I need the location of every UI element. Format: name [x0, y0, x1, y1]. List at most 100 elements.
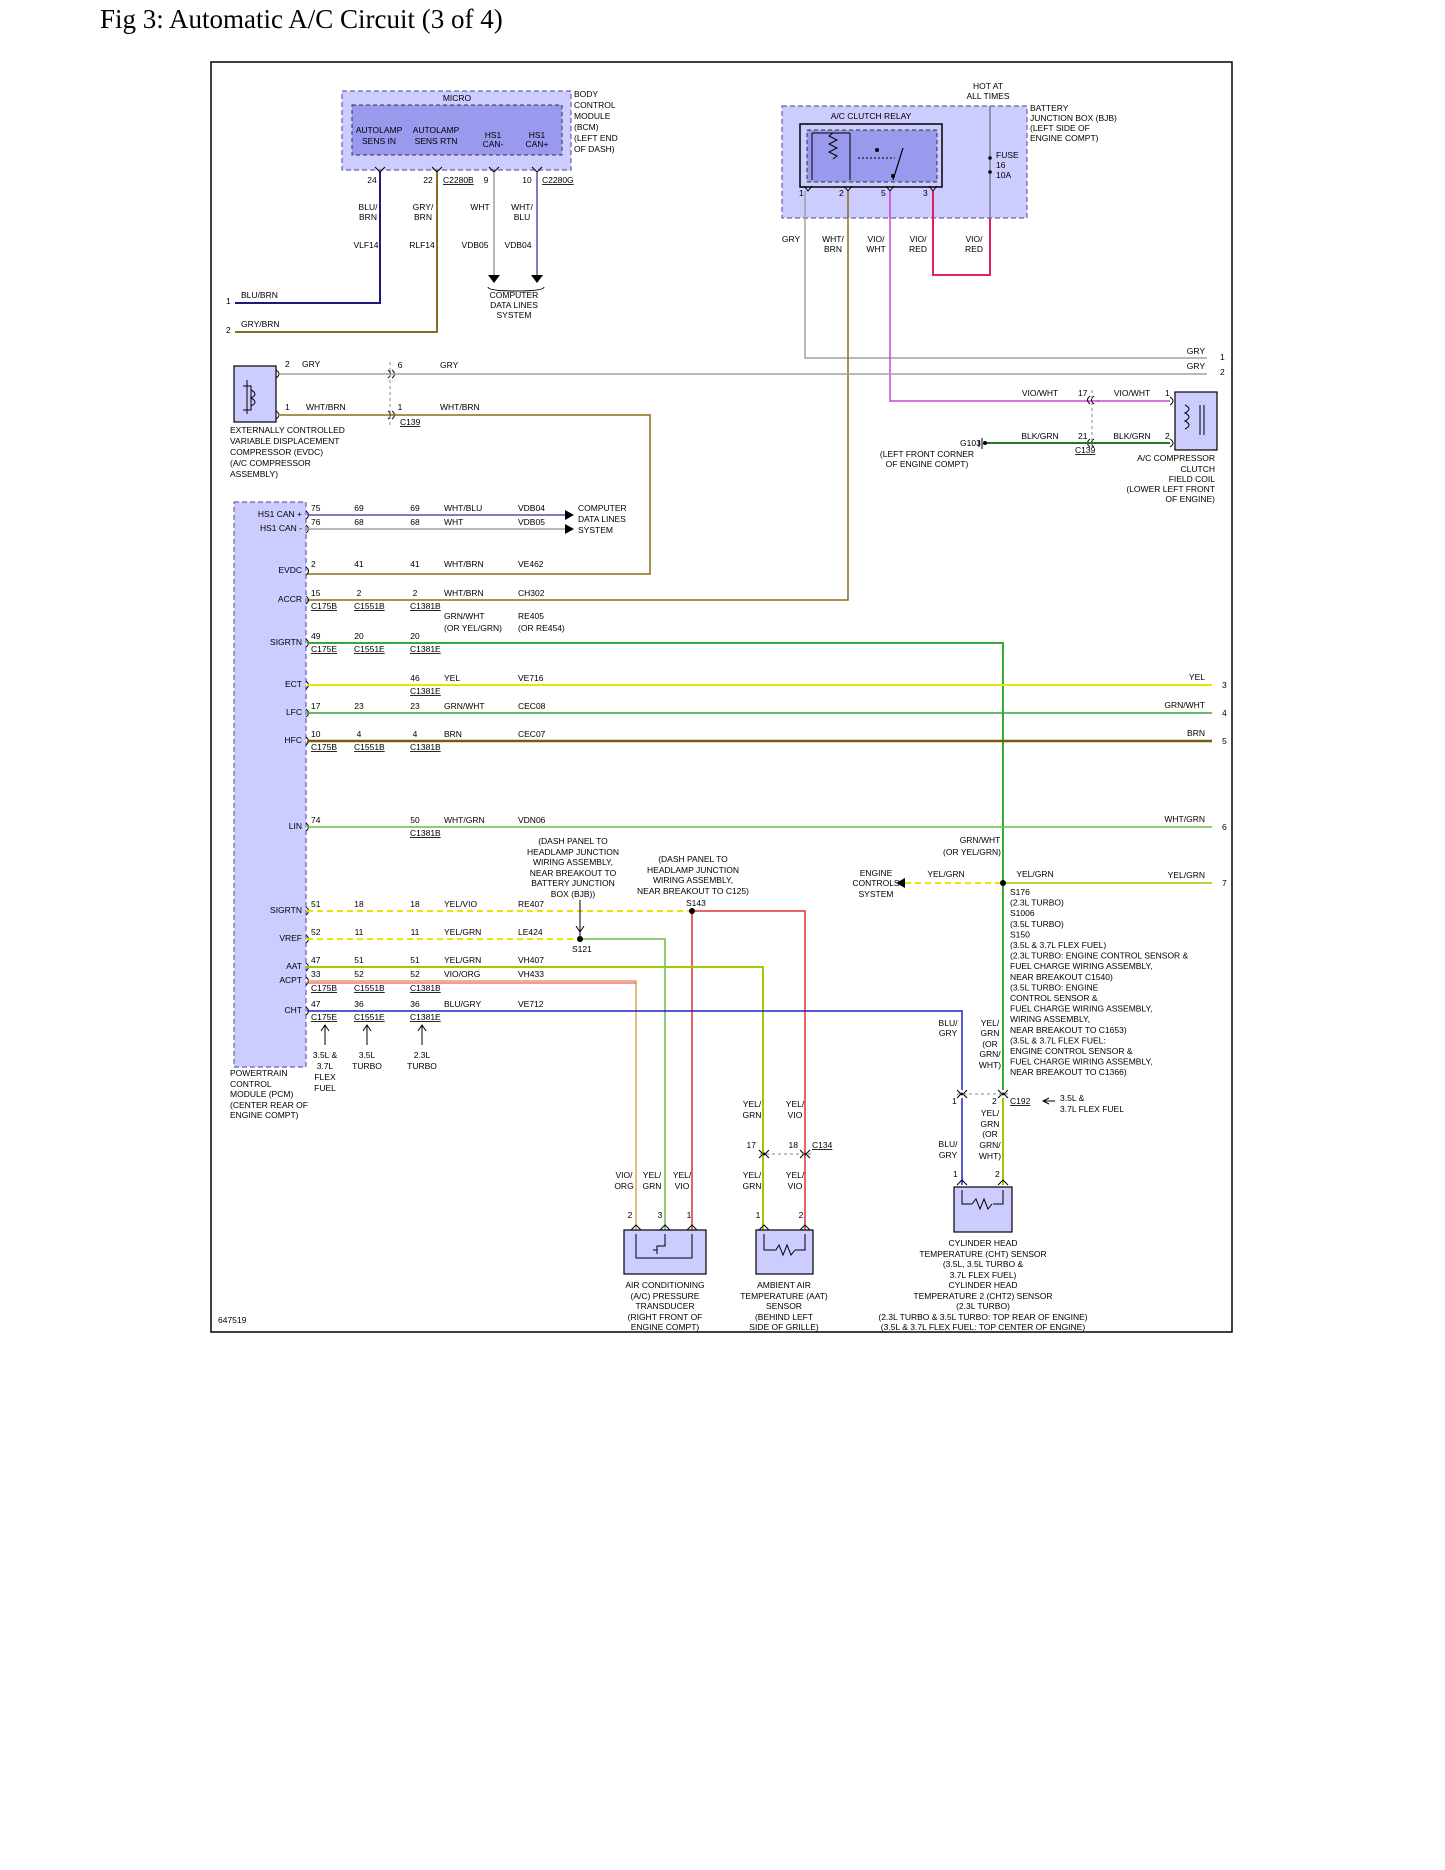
cht-w2b-c5: WHT): [979, 1151, 1001, 1161]
variant1-l3: FLEX: [314, 1072, 336, 1082]
pcm-pin-lin-8: 74: [311, 815, 321, 825]
ec-label-2: CONTROLS: [852, 878, 900, 888]
pcm-pin-label-sigrtn-4: SIGRTN: [270, 637, 302, 647]
right-ref-1-label: GRY: [1187, 346, 1206, 356]
c1551-pin-hs1-can--1: 68: [354, 517, 364, 527]
pcm-module: POWERTRAIN CONTROL MODULE (PCM) (CENTER …: [230, 501, 565, 1120]
s176-desc-2: (2.3L TURBO): [1010, 898, 1064, 908]
acpt-w2-c2: GRN: [643, 1181, 662, 1191]
bcm-cdl-2: DATA LINES: [490, 300, 538, 310]
pcm-pin-sigrtn-4: 49: [311, 631, 321, 641]
pcm-pin-label-ect-5: ECT: [285, 679, 302, 689]
evdc-wire-top: GRY: [302, 359, 321, 369]
evdc-pin-2: 2: [285, 359, 290, 369]
wire-color-evdc-2: WHT/BRN: [444, 559, 484, 569]
conn-accr-c1551b: C1551B: [354, 601, 385, 611]
evdc-wire-bot: WHT/BRN: [306, 402, 346, 412]
wire-color-lfc-6: GRN/WHT: [444, 701, 485, 711]
c1381-pin-ect-5: 46: [410, 673, 420, 683]
bjb-hot-2: ALL TIMES: [967, 91, 1010, 101]
connector-c2280g: C2280G: [542, 175, 574, 185]
bjb-wire3-c1: VIO/: [867, 234, 885, 244]
acpt-w1-c1: VIO/: [615, 1170, 633, 1180]
bjb-wire2-c1: WHT/: [822, 234, 844, 244]
pcm-pin-label-evdc-2: EVDC: [278, 565, 302, 575]
pcm-pin-hs1-can--0: 75: [311, 503, 321, 513]
pcm-cdl-3: SYSTEM: [578, 525, 613, 535]
cht-w1b-c1: BLU/: [939, 1139, 959, 1149]
pcm-pin-sigrtn-9: 51: [311, 899, 321, 909]
relay-label: A/C CLUTCH RELAY: [831, 111, 912, 121]
c1381-pin-evdc-2: 41: [410, 559, 420, 569]
bcm-name-5: (LEFT END: [574, 133, 618, 143]
evdc-wire-top2: GRY: [440, 360, 459, 370]
c1381-pin-hs1-can--1: 68: [410, 517, 420, 527]
c1381-pin-sigrtn-4: 20: [410, 631, 420, 641]
circuit-evdc-2: VE462: [518, 559, 544, 569]
right-ref-6-num: 6: [1222, 822, 1227, 832]
ground-loc-1: (LEFT FRONT CORNER: [880, 449, 974, 459]
c1551-pin-evdc-2: 41: [354, 559, 364, 569]
bcm-wire1-circuit: VLF14: [353, 240, 378, 250]
ac-compressor-clutch: VIO/WHT 17 VIO/WHT 1 BLK/GRN 21 BLK/GRN …: [880, 388, 1218, 504]
bcm-micro-label: MICRO: [443, 93, 472, 103]
s176-desc-3: S1006: [1010, 908, 1035, 918]
conn-lin-c1381b: C1381B: [410, 828, 441, 838]
s176-desc-8: FUEL CHARGE WIRING ASSEMBLY,: [1010, 961, 1153, 971]
s176-grnwht: GRN/WHT: [960, 835, 1001, 845]
aat-wtop2-c1: YEL/: [786, 1099, 805, 1109]
wire-color-aat-11: YEL/GRN: [444, 955, 481, 965]
clutch-name-5: OF ENGINE): [1165, 494, 1215, 504]
pcm-pin-label-lfc-6: LFC: [286, 707, 302, 717]
bjb-name-2: JUNCTION BOX (BJB): [1030, 113, 1117, 123]
clutch-name-2: CLUTCH: [1181, 464, 1215, 474]
figure-id: 647519: [218, 1315, 247, 1325]
acpt-name-5: ENGINE COMPT): [631, 1322, 700, 1332]
bjb-name-3: (LEFT SIDE OF: [1030, 123, 1090, 133]
right-ref-3-label: YEL: [1189, 672, 1205, 682]
s143-desc-3: WIRING ASSEMBLY,: [653, 875, 733, 885]
c1381-pin-aat-11: 51: [410, 955, 420, 965]
evdc-compressor: 2 1 GRY WHT/BRN 6 1 GRY WHT/BRN C139 EXT…: [230, 359, 1207, 575]
c1381-pin-vref-10: 11: [411, 927, 420, 937]
s176-desc-10: (3.5L TURBO: ENGINE: [1010, 982, 1099, 992]
bjb-wire5-c1: VIO/: [965, 234, 983, 244]
s143-label: S143: [686, 898, 706, 908]
cht-name-3: (3.5L, 3.5L TURBO &: [943, 1259, 1024, 1269]
bcm-pin3-label1: HS1: [485, 130, 502, 140]
bcm-wire4-color2: BLU: [514, 212, 531, 222]
bcm-pin1-label2: SENS IN: [362, 136, 396, 146]
bjb-name-1: BATTERY: [1030, 103, 1069, 113]
bjb-hot-1: HOT AT: [973, 81, 1003, 91]
bjb-wire2-c2: BRN: [824, 244, 842, 254]
ec-label-1: ENGINE: [860, 868, 893, 878]
s176-desc-4: (3.5L TURBO): [1010, 919, 1064, 929]
c139-pin-6: 6: [398, 360, 403, 370]
acpt-w3-c2: VIO: [675, 1181, 690, 1191]
ec-label-3: SYSTEM: [859, 889, 894, 899]
cht-w2-c3: (OR: [982, 1039, 998, 1049]
c1551-pin-cht-13: 36: [354, 999, 364, 1009]
c1551-pin-acpt-12: 52: [354, 969, 364, 979]
relay-pin-3: 3: [923, 188, 928, 198]
conn-sigrtn-c1381e: C1381E: [410, 644, 441, 654]
c1381-pin-hs1-can--0: 69: [410, 503, 420, 513]
pcm-wires: COMPUTER DATA LINES SYSTEM: [307, 503, 1212, 1230]
bcm-wire1-color1: BLU/: [359, 202, 379, 212]
bjb-wire3-c2: WHT: [866, 244, 885, 254]
ec-wire-label: YEL/GRN: [927, 869, 964, 879]
pcm-connectors: C175B C1551B C1381B C175E C1551E C1381E …: [311, 601, 441, 1022]
circuit-aat-11: VH407: [518, 955, 544, 965]
c1551-pin-sigrtn-4: 20: [354, 631, 364, 641]
cht-w2b-c4: GRN/: [979, 1140, 1001, 1150]
cht-w2-c1: YEL/: [981, 1018, 1000, 1028]
s121-desc-4: NEAR BREAKOUT TO: [530, 868, 617, 878]
aat-pin2: 2: [799, 1210, 804, 1220]
bcm-pin-9: 9: [484, 175, 489, 185]
s121-desc-5: BATTERY JUNCTION: [531, 878, 615, 888]
clutch-wire2b: BLK/GRN: [1113, 431, 1150, 441]
circuit-hfc-7: CEC07: [518, 729, 546, 739]
acpt-pin3: 3: [658, 1210, 663, 1220]
cht-pin2: 2: [995, 1169, 1000, 1179]
acpt-w3-c1: YEL/: [673, 1170, 692, 1180]
